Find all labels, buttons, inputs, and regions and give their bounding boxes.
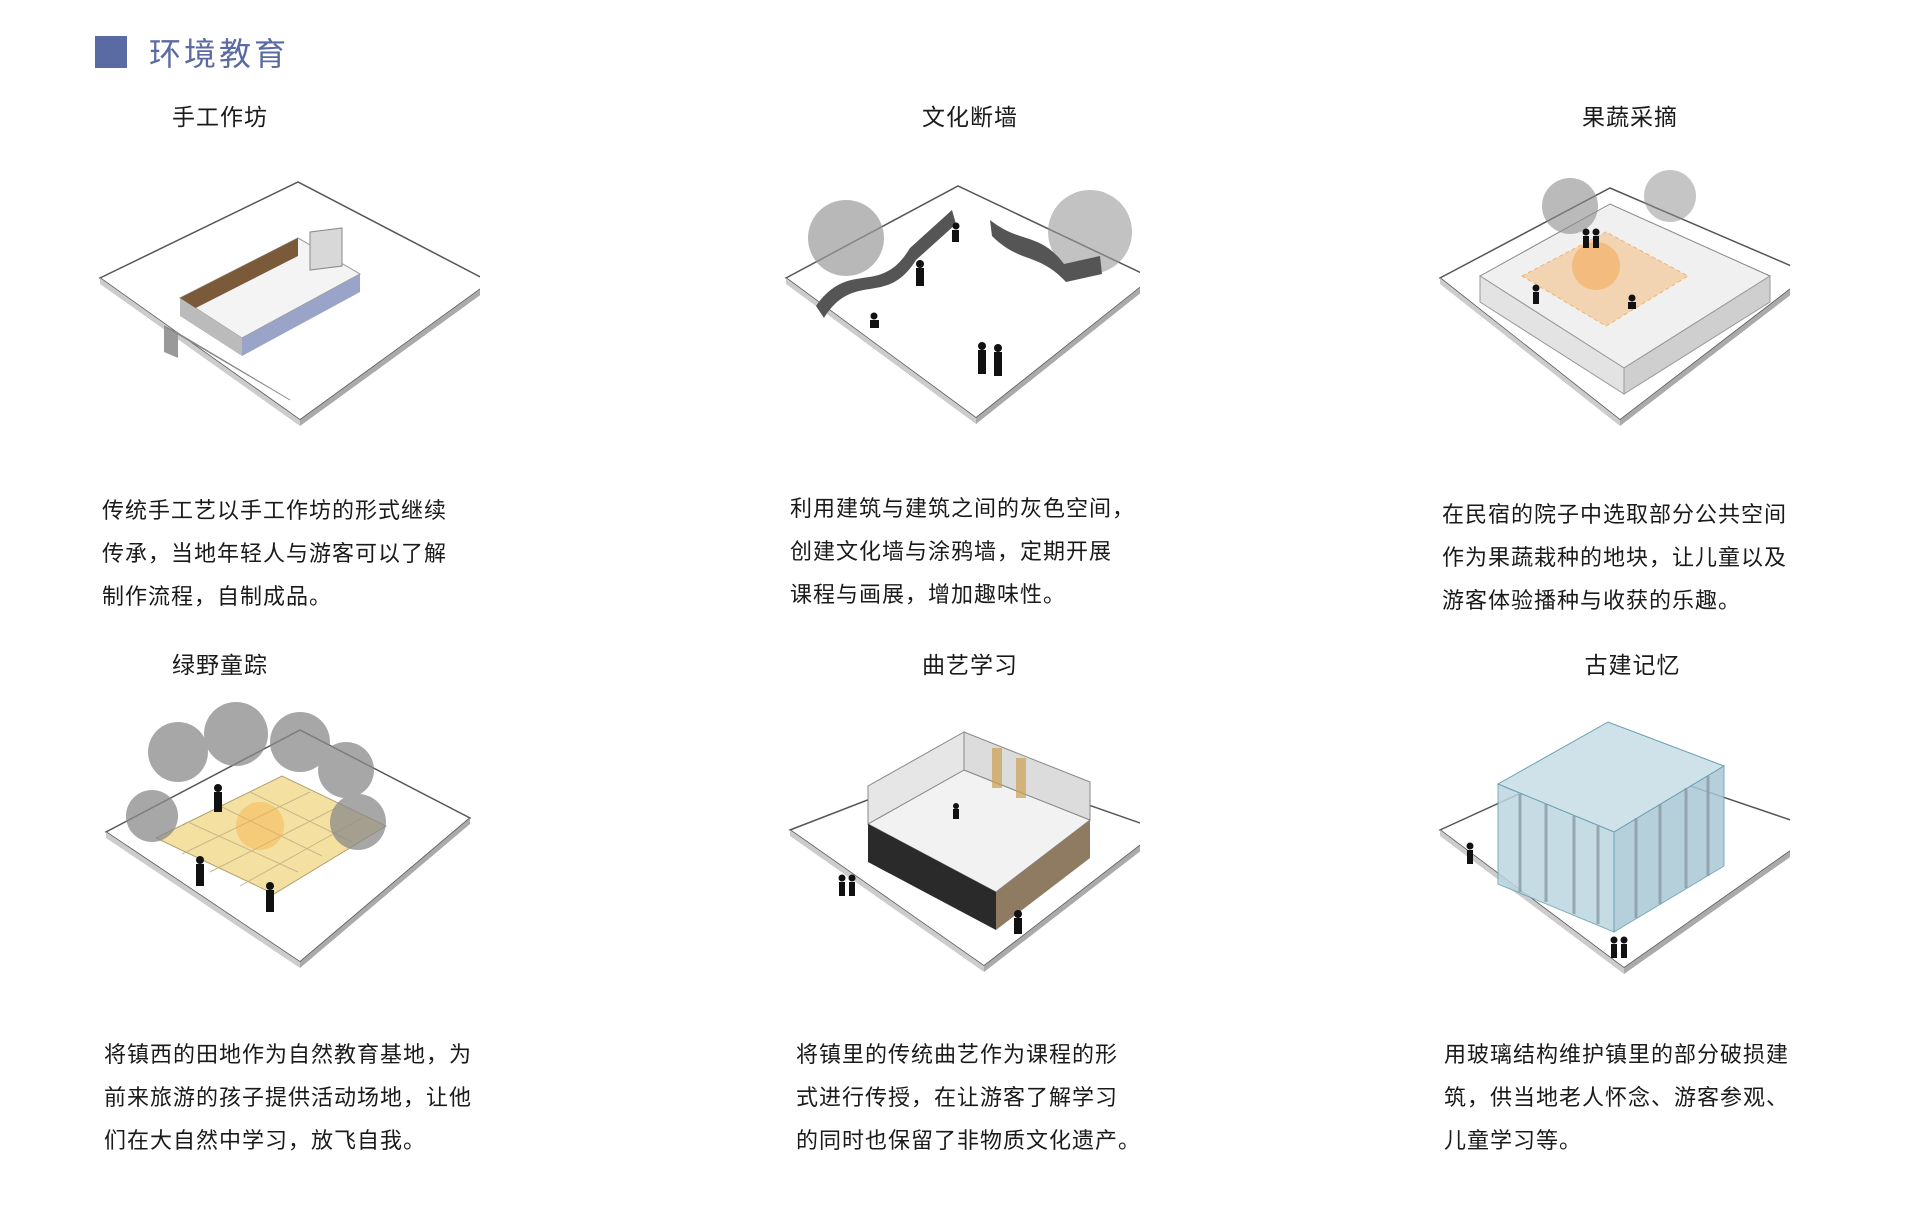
card-title: 曲艺学习 — [922, 653, 1018, 679]
card-description: 在民宿的院子中选取部分公共空间 作为果蔬栽种的地块，让儿童以及 游客体验播种与收… — [1442, 503, 1788, 614]
card-title: 文化断墙 — [922, 105, 1018, 131]
ancient-building-illustration — [1438, 721, 1790, 974]
card-fruit-picking: 果蔬采摘 在民宿的院子中选取部分公共空间 作为果蔬栽种的地块，让儿童以及 游客体… — [1370, 98, 1920, 658]
green-field-illustration — [104, 702, 472, 968]
card-description: 用玻璃结构维护镇里的部分破损建 筑，供当地老人怀念、游客参观、 儿童学习等。 — [1444, 1043, 1790, 1154]
card-green-field-kids: 绿野童踪 将镇西的田地作为自然教育基地，为 前来旅游的孩子提供活动场地，让他 们… — [60, 646, 620, 1206]
card-title: 绿野童踪 — [172, 653, 268, 679]
culture-wall-illustration — [784, 185, 1140, 424]
card-description: 将镇西的田地作为自然教育基地，为 前来旅游的孩子提供活动场地，让他 们在大自然中… — [104, 1043, 473, 1154]
section-marker-square — [95, 36, 127, 68]
section-title: 环境教育 — [149, 35, 290, 73]
folk-art-illustration — [788, 731, 1140, 972]
card-handicraft-workshop: 手工作坊 传统手工艺以手工作坊的形式继续 传承，当地年轻人与游客可以了解 制作流… — [60, 98, 620, 658]
card-description: 传统手工艺以手工作坊的形式继续 传承，当地年轻人与游客可以了解 制作流程，自制成… — [102, 499, 448, 610]
card-description: 将镇里的传统曲艺作为课程的形 式进行传授，在让游客了解学习 的同时也保留了非物质… — [796, 1043, 1142, 1154]
card-description: 利用建筑与建筑之间的灰色空间， 创建文化墙与涂鸦墙，定期开展 课程与画展，增加趣… — [790, 497, 1136, 608]
card-title: 果蔬采摘 — [1582, 105, 1678, 131]
card-folk-art-learning: 曲艺学习 将镇里的传统曲艺作为课程的形 式进行传授，在让游客了解学习 的同时也保… — [720, 646, 1280, 1206]
card-title: 古建记忆 — [1584, 653, 1681, 679]
card-title: 手工作坊 — [172, 105, 268, 131]
section-header: 环境教育 — [95, 30, 289, 74]
workshop-illustration — [98, 181, 480, 426]
card-culture-wall: 文化断墙 利用建筑与建筑之间的灰色空间， 创建文化墙与涂鸦墙，定期开展 课程与画… — [720, 98, 1280, 658]
card-ancient-building-memory: 古建记忆 用玻璃结构维护镇里的部分破损建 筑，供当地老人怀念、游客参观、 儿童学… — [1370, 646, 1920, 1206]
fruit-picking-illustration — [1438, 170, 1790, 426]
